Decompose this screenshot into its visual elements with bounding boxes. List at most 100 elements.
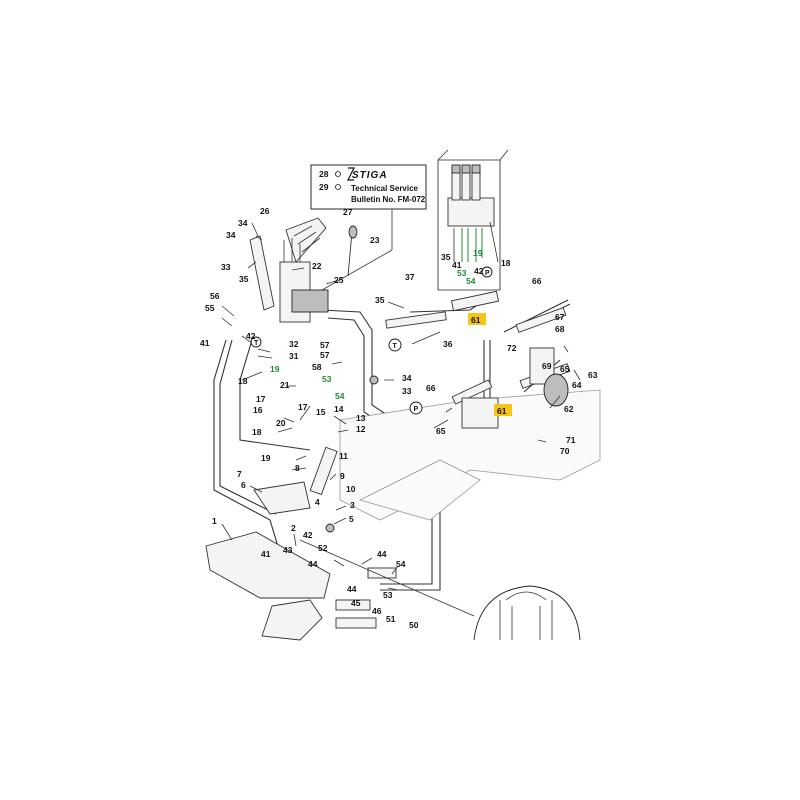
lift-link <box>253 481 311 515</box>
highlight-labels: 61 61 <box>468 313 512 416</box>
part-label: 71 <box>566 435 576 445</box>
part-label: 41 <box>261 549 271 559</box>
valve-body <box>291 289 329 313</box>
highlight-label: 61 <box>471 315 481 325</box>
part-label: 25 <box>334 275 344 285</box>
coupling-inset <box>299 539 581 641</box>
leader-lines <box>221 222 581 591</box>
hydraulic-pump <box>461 397 499 429</box>
part-label: 57 <box>320 350 330 360</box>
part-label: 16 <box>253 405 263 415</box>
part-label: 62 <box>564 404 574 414</box>
part-label: 35 <box>441 252 451 262</box>
part-label: 35 <box>239 274 249 284</box>
part-label: 41 <box>452 260 462 270</box>
highlight-label: 61 <box>497 406 507 416</box>
hydraulic-ram-mid <box>385 311 447 329</box>
shroud-cover <box>261 599 323 641</box>
bulletin-ref-b: 29 <box>319 182 329 192</box>
part-label: 5 <box>349 514 354 524</box>
part-label: 10 <box>346 484 356 494</box>
part-label: 55 <box>205 303 215 313</box>
part-label: 23 <box>370 235 380 245</box>
part-label: 13 <box>356 413 366 423</box>
brand-logo: STIGA <box>352 170 388 181</box>
part-label: 34 <box>238 218 248 228</box>
part-label: 52 <box>318 543 328 553</box>
part-label: 44 <box>377 549 387 559</box>
port-tag: T <box>393 343 398 350</box>
port-tags: T P T P <box>250 266 493 415</box>
lever-rod <box>347 231 353 277</box>
technical-bulletin-box: 28 29 STIGA Technical Service Bulletin N… <box>310 164 427 291</box>
hydraulic-ram-right <box>515 307 567 333</box>
part-label: 42 <box>246 331 256 341</box>
part-label: 18 <box>252 427 262 437</box>
part-label: 43 <box>283 545 293 555</box>
port-tag: P <box>414 406 419 413</box>
part-label: 3 <box>350 500 355 510</box>
part-label: 53 <box>383 590 393 600</box>
part-label: 7 <box>237 469 242 479</box>
part-label: 53 <box>457 268 467 278</box>
part-label: 12 <box>356 424 366 434</box>
part-label: 42 <box>474 266 484 276</box>
part-label: 54 <box>335 391 345 401</box>
hydraulic-ram-upper <box>450 290 500 312</box>
bulletin-line-1: Technical Service <box>351 184 419 193</box>
part-label: 21 <box>280 380 290 390</box>
part-label: 66 <box>532 276 542 286</box>
lift-cylinder <box>309 446 338 496</box>
part-label: 26 <box>260 206 270 216</box>
part-label: 42 <box>303 530 313 540</box>
part-label: 17 <box>298 402 308 412</box>
part-label: 53 <box>322 374 332 384</box>
port-tag: T <box>254 340 259 347</box>
part-label: 11 <box>339 451 348 461</box>
part-label: 69 <box>542 361 552 371</box>
part-label: 17 <box>256 394 266 404</box>
part-label: 58 <box>312 362 322 372</box>
coupling-set <box>335 599 371 611</box>
part-label: 65 <box>560 364 570 374</box>
part-label: 67 <box>555 312 565 322</box>
part-label: 68 <box>555 324 565 334</box>
part-label: 14 <box>334 404 344 414</box>
part-label: 54 <box>396 559 406 569</box>
part-label: 36 <box>443 339 453 349</box>
part-label: 44 <box>347 584 357 594</box>
port-tag: P <box>485 270 490 277</box>
part-label: 27 <box>343 207 353 217</box>
lever-cover <box>285 217 327 263</box>
part-label: 57 <box>320 340 330 350</box>
part-label: 22 <box>312 261 322 271</box>
part-label: 72 <box>507 343 517 353</box>
part-label: 37 <box>405 272 415 282</box>
part-label: 70 <box>560 446 570 456</box>
part-label: 1 <box>212 516 217 526</box>
part-label: 9 <box>340 471 345 481</box>
part-label: 50 <box>409 620 419 630</box>
part-label: 64 <box>572 380 582 390</box>
part-label: 45 <box>351 598 361 608</box>
part-label: 31 <box>289 351 299 361</box>
chassis-outline <box>339 389 601 521</box>
part-label: 18 <box>238 376 248 386</box>
part-label: 19 <box>261 453 271 463</box>
bulletin-ref-a: 28 <box>319 169 329 179</box>
stiga-logo-mark <box>347 167 355 181</box>
part-label: 19 <box>270 364 280 374</box>
part-label: 8 <box>295 463 300 473</box>
mount-bracket <box>249 235 275 311</box>
part-labels: 26 27 34 34 23 33 22 35 25 56 55 42 41 3… <box>200 206 598 630</box>
oil-filter <box>543 373 569 407</box>
part-label: 19 <box>473 248 483 258</box>
part-label: 20 <box>276 418 286 428</box>
part-label: 46 <box>372 606 382 616</box>
quick-coupling <box>367 567 397 579</box>
part-label: 2 <box>291 523 296 533</box>
part-label: 4 <box>315 497 320 507</box>
part-label: 63 <box>588 370 598 380</box>
part-label: 51 <box>386 614 396 624</box>
